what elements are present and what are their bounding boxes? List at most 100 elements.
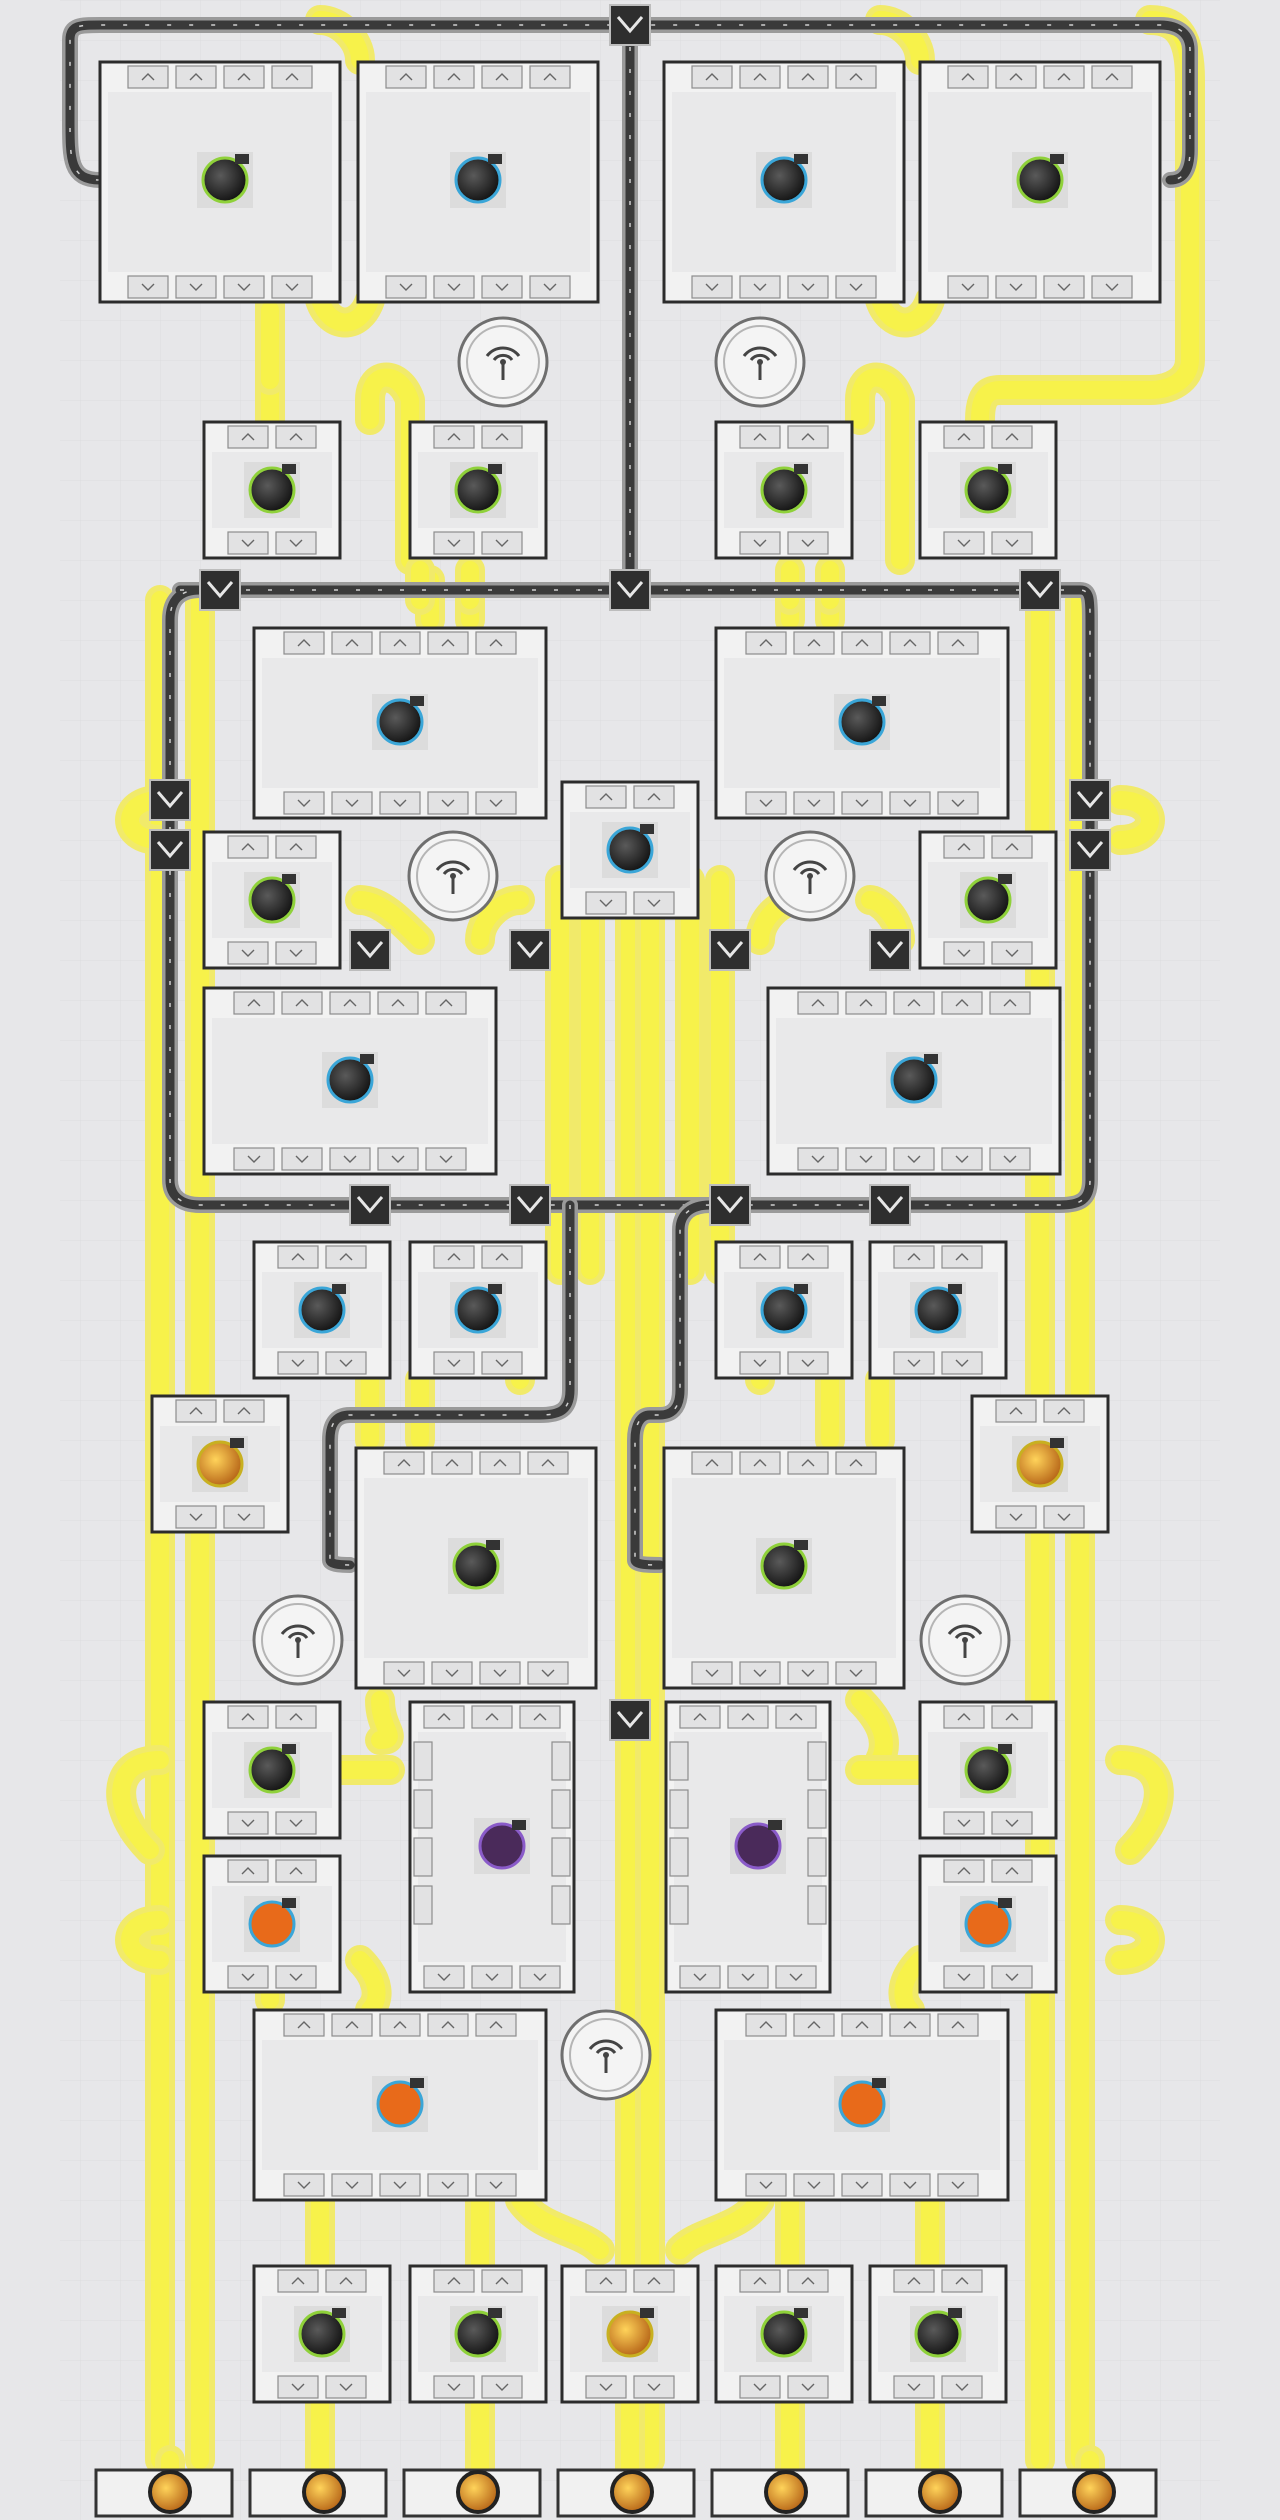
output-port[interactable]	[941, 1351, 983, 1375]
signal-tower-icon[interactable]	[919, 1594, 1011, 1686]
rail-junction-icon[interactable]	[869, 1184, 911, 1226]
output-port[interactable]	[889, 2173, 931, 2197]
output-port[interactable]	[835, 275, 877, 299]
output-port[interactable]	[893, 1147, 935, 1171]
input-port[interactable]	[787, 425, 829, 449]
output-port[interactable]	[787, 531, 829, 555]
input-port[interactable]	[943, 1705, 985, 1729]
input-port[interactable]	[427, 631, 469, 655]
output-port[interactable]	[989, 1147, 1031, 1171]
input-port[interactable]	[283, 2013, 325, 2037]
rail-junction-icon[interactable]	[349, 1184, 391, 1226]
side-port[interactable]	[551, 1837, 571, 1877]
output-port[interactable]	[527, 1661, 569, 1685]
metal-cube-icon[interactable]	[834, 694, 890, 750]
input-port[interactable]	[175, 65, 217, 89]
input-port[interactable]	[991, 1859, 1033, 1883]
output-port[interactable]	[943, 941, 985, 965]
copper-wire-icon[interactable]	[756, 152, 812, 208]
ore-node-icon[interactable]	[302, 2470, 346, 2514]
output-port[interactable]	[745, 2173, 787, 2197]
rail-junction-icon[interactable]	[609, 4, 651, 46]
input-port[interactable]	[385, 65, 427, 89]
side-port[interactable]	[551, 1885, 571, 1925]
input-port[interactable]	[691, 65, 733, 89]
output-port[interactable]	[425, 1147, 467, 1171]
output-port[interactable]	[227, 1965, 269, 1989]
output-port[interactable]	[991, 1811, 1033, 1835]
rail-junction-icon[interactable]	[1069, 829, 1111, 871]
input-port[interactable]	[1091, 65, 1133, 89]
output-port[interactable]	[585, 891, 627, 915]
output-port[interactable]	[431, 1661, 473, 1685]
output-port[interactable]	[991, 941, 1033, 965]
output-port[interactable]	[433, 1351, 475, 1375]
signal-tower-icon[interactable]	[252, 1594, 344, 1686]
output-port[interactable]	[787, 2375, 829, 2399]
output-port[interactable]	[585, 2375, 627, 2399]
output-port[interactable]	[941, 1147, 983, 1171]
input-port[interactable]	[227, 835, 269, 859]
ore-node-icon[interactable]	[456, 2470, 500, 2514]
input-port[interactable]	[481, 65, 523, 89]
input-port[interactable]	[991, 425, 1033, 449]
output-port[interactable]	[679, 1965, 721, 1989]
input-port[interactable]	[937, 2013, 979, 2037]
ore-node-icon[interactable]	[918, 2470, 962, 2514]
input-port[interactable]	[739, 65, 781, 89]
signal-tower-icon[interactable]	[714, 316, 806, 408]
output-port[interactable]	[947, 275, 989, 299]
input-port[interactable]	[633, 785, 675, 809]
output-port[interactable]	[691, 1661, 733, 1685]
processor-small[interactable]	[408, 1240, 548, 1380]
output-port[interactable]	[793, 791, 835, 815]
output-port[interactable]	[329, 1147, 371, 1171]
side-port[interactable]	[807, 1837, 827, 1877]
input-port[interactable]	[991, 835, 1033, 859]
input-port[interactable]	[331, 2013, 373, 2037]
input-port[interactable]	[425, 991, 467, 1015]
output-port[interactable]	[787, 275, 829, 299]
input-port[interactable]	[835, 65, 877, 89]
plant-fiber-icon[interactable]	[197, 152, 253, 208]
output-port[interactable]	[943, 1811, 985, 1835]
input-port[interactable]	[585, 785, 627, 809]
input-port[interactable]	[739, 2269, 781, 2293]
input-port[interactable]	[433, 2269, 475, 2293]
side-port[interactable]	[413, 1741, 433, 1781]
output-port[interactable]	[475, 2173, 517, 2197]
input-port[interactable]	[379, 631, 421, 655]
signal-tower-icon[interactable]	[457, 316, 549, 408]
input-port[interactable]	[841, 631, 883, 655]
output-port[interactable]	[271, 275, 313, 299]
input-port[interactable]	[893, 1245, 935, 1269]
dark-ore-icon[interactable]	[756, 1282, 812, 1338]
input-port[interactable]	[893, 2269, 935, 2293]
side-port[interactable]	[669, 1837, 689, 1877]
output-port[interactable]	[175, 1505, 217, 1529]
output-port[interactable]	[233, 1147, 275, 1171]
output-port[interactable]	[481, 1351, 523, 1375]
circuit-box-icon[interactable]	[474, 1818, 530, 1874]
input-port[interactable]	[1043, 1399, 1085, 1423]
output-port[interactable]	[277, 2375, 319, 2399]
output-port[interactable]	[423, 1965, 465, 1989]
output-port[interactable]	[475, 791, 517, 815]
signal-tower-icon[interactable]	[560, 2009, 652, 2101]
input-port[interactable]	[227, 1705, 269, 1729]
input-port[interactable]	[283, 631, 325, 655]
storage-container-icon[interactable]	[602, 822, 658, 878]
input-port[interactable]	[797, 991, 839, 1015]
output-port[interactable]	[275, 1811, 317, 1835]
input-port[interactable]	[941, 1245, 983, 1269]
input-port[interactable]	[519, 1705, 561, 1729]
input-port[interactable]	[691, 1451, 733, 1475]
rail-junction-icon[interactable]	[349, 929, 391, 971]
input-port[interactable]	[989, 991, 1031, 1015]
circuit-box-icon[interactable]	[960, 1742, 1016, 1798]
input-port[interactable]	[275, 1705, 317, 1729]
output-port[interactable]	[1043, 275, 1085, 299]
output-port[interactable]	[739, 275, 781, 299]
input-port[interactable]	[633, 2269, 675, 2293]
